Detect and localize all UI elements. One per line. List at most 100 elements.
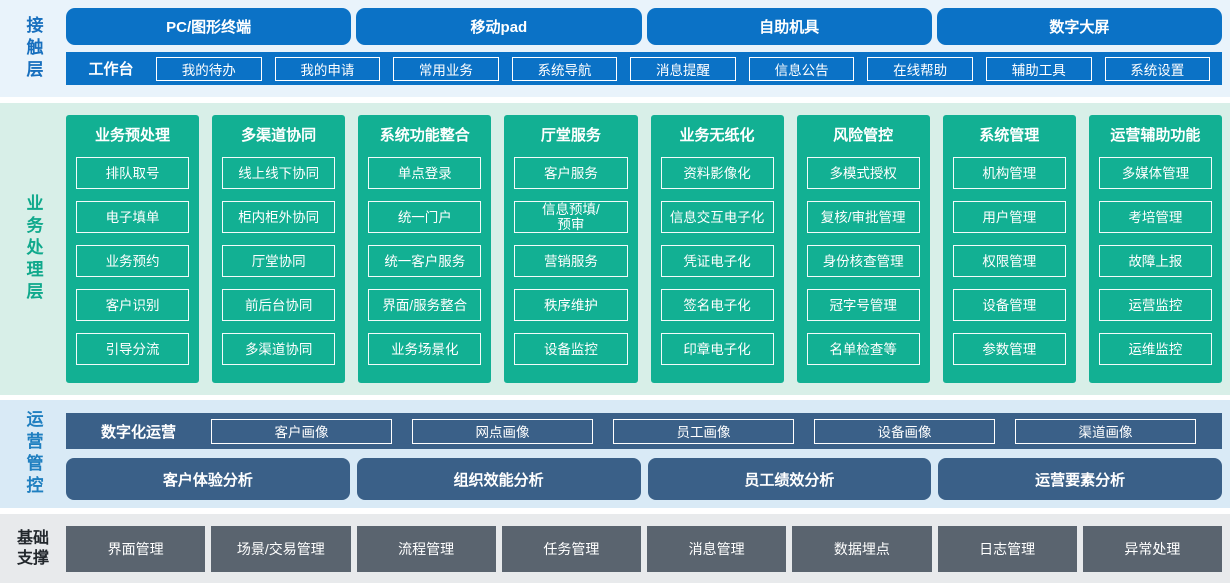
base-layer-section: 基础支撑 界面管理场景/交易管理流程管理任务管理消息管理数据埋点日志管理异常处理 [0,514,1230,583]
terminal-button: 数字大屏 [936,8,1222,45]
business-item: 引导分流 [76,333,190,365]
business-column: 运营辅助功能 多媒体管理考培管理故障上报运营监控运维监控 [1088,115,1222,383]
base-layer-label-col: 基础支撑 [0,514,66,583]
terminal-button: 移动pad [356,8,642,45]
business-item: 印章电子化 [660,333,774,365]
business-item: 机构管理 [952,157,1066,189]
analysis-button: 员工绩效分析 [647,458,932,500]
business-column: 业务预处理 排队取号电子填单业务预约客户识别引导分流 [66,115,200,383]
base-item: 异常处理 [1082,525,1222,572]
business-column-title: 系统管理 [979,127,1040,144]
business-item: 凭证电子化 [660,245,774,277]
business-item: 信息预填/ 预审 [514,201,628,233]
analysis-button: 客户体验分析 [66,458,350,500]
business-item: 排队取号 [76,157,190,189]
ops-layer-section: 运营管控 数字化运营 客户画像网点画像员工画像设备画像渠道画像 客户体验分析组织… [0,400,1230,508]
business-item: 考培管理 [1098,201,1212,233]
business-item: 设备监控 [514,333,628,365]
business-column-title: 厅堂服务 [540,127,601,144]
business-column: 系统功能整合 单点登录统一门户统一客户服务界面/服务整合业务场景化 [358,115,492,383]
business-item: 信息交互电子化 [660,201,774,233]
ops-layer-body: 数字化运营 客户画像网点画像员工画像设备画像渠道画像 客户体验分析组织效能分析员… [66,400,1222,508]
analysis-button: 运营要素分析 [938,458,1222,500]
workbench-item: 信息公告 [748,56,855,81]
base-item: 数据埋点 [792,525,932,572]
business-column-items: 线上线下协同柜内柜外协同厅堂协同前后台协同多渠道协同 [222,157,336,365]
business-column-items: 单点登录统一门户统一客户服务界面/服务整合业务场景化 [368,157,482,365]
business-column-items: 排队取号电子填单业务预约客户识别引导分流 [76,157,190,365]
business-item: 故障上报 [1098,245,1212,277]
business-item: 参数管理 [952,333,1066,365]
business-column-title: 风险管控 [833,127,894,144]
base-item: 日志管理 [937,525,1077,572]
digital-ops-label: 数字化运营 [100,423,176,441]
business-column: 风险管控 多模式授权复核/审批管理身份核查管理冠字号管理名单检查等 [796,115,930,383]
digital-ops-item: 网点画像 [412,418,593,444]
business-column-items: 客户服务信息预填/ 预审营销服务秩序维护设备监控 [514,157,628,365]
workbench-item: 消息提醒 [630,56,736,81]
business-item: 统一客户服务 [368,245,482,277]
workbench-bar: 工作台 我的待办我的申请常用业务系统导航消息提醒信息公告在线帮助辅助工具系统设置 [66,52,1222,85]
base-layer-label: 基础支撑 [16,529,49,567]
business-item: 统一门户 [368,201,482,233]
business-column: 多渠道协同 线上线下协同柜内柜外协同厅堂协同前后台协同多渠道协同 [212,115,346,383]
business-column-title: 业务预处理 [95,127,171,144]
business-item: 权限管理 [952,245,1066,277]
base-item: 任务管理 [501,525,641,572]
workbench-item: 在线帮助 [867,56,973,81]
business-item: 用户管理 [952,201,1066,233]
business-item: 电子填单 [76,201,190,233]
business-column-title: 系统功能整合 [379,127,470,144]
workbench-item: 我的申请 [274,56,381,81]
business-item: 多渠道协同 [222,333,336,365]
workbench-item: 我的待办 [156,56,262,81]
business-item: 客户识别 [76,289,190,321]
business-column: 业务无纸化 资料影像化信息交互电子化凭证电子化签名电子化印章电子化 [650,115,784,383]
business-item: 厅堂协同 [222,245,336,277]
business-layer-label: 业务处理层 [23,194,43,304]
section-divider [0,97,1230,103]
business-layer-label-col: 业务处理层 [0,103,66,395]
digital-ops-bar: 数字化运营 客户画像网点画像员工画像设备画像渠道画像 [66,413,1222,449]
base-item: 消息管理 [647,525,787,572]
business-column-title: 运营辅助功能 [1110,127,1201,144]
workbench-item: 辅助工具 [985,56,1092,81]
business-column-items: 机构管理用户管理权限管理设备管理参数管理 [952,157,1066,365]
business-column: 系统管理 机构管理用户管理权限管理设备管理参数管理 [942,115,1076,383]
section-divider [0,395,1230,400]
business-item: 设备管理 [952,289,1066,321]
ops-layer-label: 运营管控 [23,410,43,498]
business-item: 身份核查管理 [806,245,920,277]
business-item: 名单检查等 [806,333,920,365]
workbench-item: 系统设置 [1104,56,1211,81]
workbench-items: 我的待办我的申请常用业务系统导航消息提醒信息公告在线帮助辅助工具系统设置 [156,56,1211,81]
contact-layer-label: 接触层 [23,15,43,82]
business-item: 资料影像化 [660,157,774,189]
business-column-items: 多模式授权复核/审批管理身份核查管理冠字号管理名单检查等 [806,157,920,365]
business-item: 冠字号管理 [806,289,920,321]
business-column-items: 资料影像化信息交互电子化凭证电子化签名电子化印章电子化 [660,157,774,365]
digital-ops-item: 客户画像 [211,418,392,444]
digital-ops-item: 员工画像 [613,418,794,444]
base-item: 界面管理 [66,525,206,572]
business-item: 营销服务 [514,245,628,277]
section-divider [0,508,1230,514]
digital-ops-items: 客户画像网点画像员工画像设备画像渠道画像 [211,418,1196,444]
workbench-label: 工作台 [88,61,134,78]
business-column-title: 多渠道协同 [241,127,317,144]
business-column-title: 业务无纸化 [679,127,755,144]
business-item: 客户服务 [514,157,628,189]
business-item: 签名电子化 [660,289,774,321]
analysis-button: 组织效能分析 [356,458,641,500]
business-item: 柜内柜外协同 [222,201,336,233]
business-item: 业务预约 [76,245,190,277]
workbench-item: 系统导航 [511,56,618,81]
business-item: 运营监控 [1098,289,1212,321]
business-item: 运维监控 [1098,333,1212,365]
business-item: 多媒体管理 [1098,157,1212,189]
business-item: 单点登录 [368,157,482,189]
